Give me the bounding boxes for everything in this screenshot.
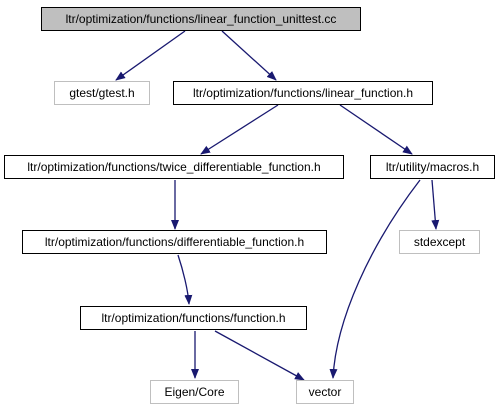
node-label: gtest/gtest.h: [69, 86, 135, 100]
edge-unittest-to-gtest: [115, 30, 186, 81]
edge-unittest-to-linear-function: [221, 30, 277, 81]
node-stdexcept[interactable]: stdexcept: [399, 230, 480, 254]
node-label: ltr/optimization/functions/differentiabl…: [44, 235, 305, 249]
node-label: ltr/utility/macros.h: [385, 160, 480, 174]
node-label: ltr/optimization/functions/twice_differe…: [27, 160, 321, 174]
node-label: Eigen/Core: [164, 385, 225, 399]
edge-macros-to-vector: [329, 179, 421, 379]
edge-linear-function-to-macros: [339, 104, 413, 155]
node-label: vector: [308, 385, 342, 399]
node-differentiable-function-h[interactable]: ltr/optimization/functions/differentiabl…: [22, 230, 327, 254]
node-label: ltr/optimization/functions/function.h: [101, 311, 286, 325]
node-label: stdexcept: [413, 235, 466, 249]
node-gtest-h[interactable]: gtest/gtest.h: [54, 81, 150, 105]
edge-macros-to-stdexcept: [431, 179, 440, 230]
node-label: ltr/optimization/functions/linear_functi…: [192, 86, 414, 100]
node-macros-h[interactable]: ltr/utility/macros.h: [370, 155, 495, 179]
edge-differentiable-to-function: [177, 254, 193, 305]
node-vector[interactable]: vector: [296, 380, 354, 404]
node-eigen-core[interactable]: Eigen/Core: [150, 380, 239, 404]
edge-linear-function-to-twice-differentiable: [200, 104, 279, 155]
node-linear-function-h[interactable]: ltr/optimization/functions/linear_functi…: [173, 81, 433, 105]
edge-function-to-vector: [214, 330, 305, 381]
node-linear-function-unittest-cc[interactable]: ltr/optimization/functions/linear_functi…: [41, 7, 361, 31]
node-function-h[interactable]: ltr/optimization/functions/function.h: [80, 306, 307, 330]
node-twice-differentiable-function-h[interactable]: ltr/optimization/functions/twice_differe…: [4, 155, 344, 179]
node-label: ltr/optimization/functions/linear_functi…: [65, 12, 337, 26]
